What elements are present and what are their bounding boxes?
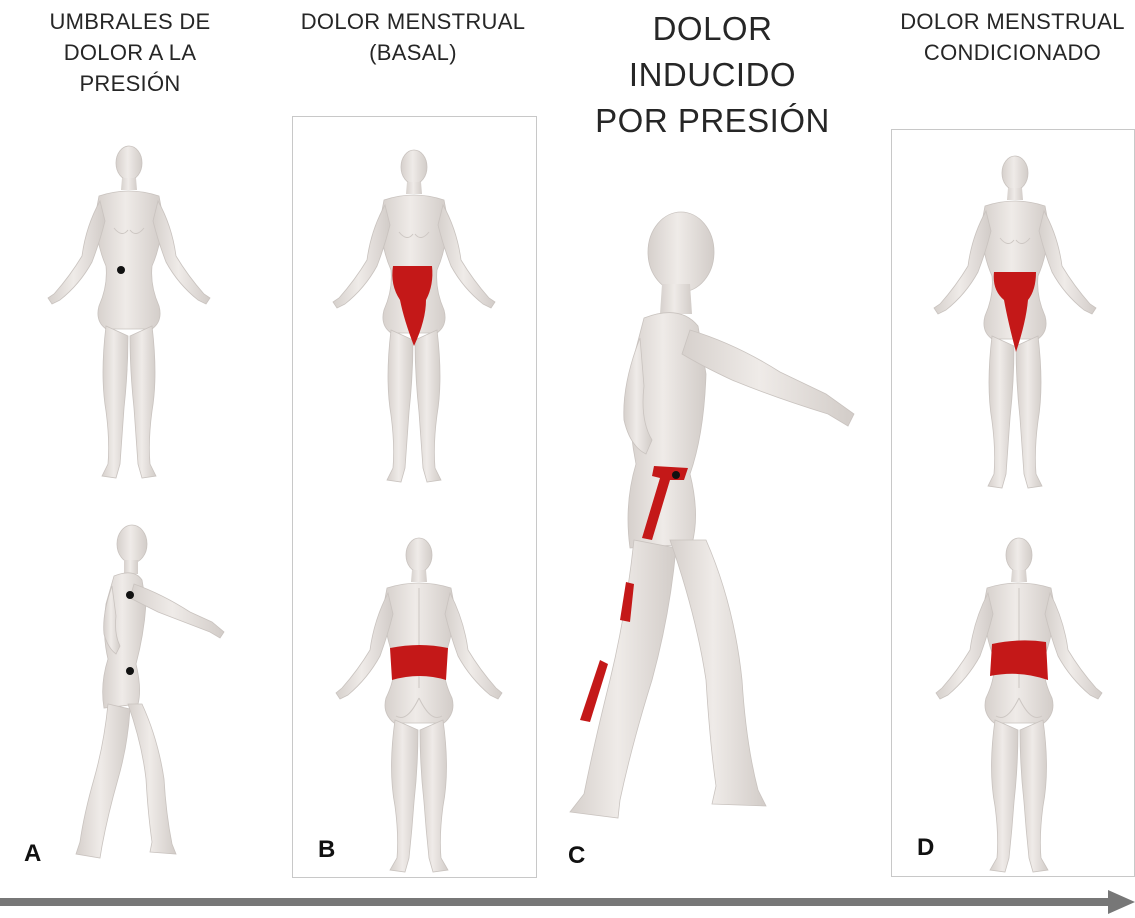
panel-a-side-figure (76, 525, 224, 858)
panel-letter-b: B (318, 836, 335, 864)
lumbar-pressure-point (126, 667, 134, 675)
lower-back-pain-area (390, 645, 448, 680)
timeline-arrow (0, 888, 1135, 918)
panel-letter-d: D (917, 834, 934, 862)
panel-d-back-figure (936, 538, 1102, 872)
panel-letter-a: A (24, 840, 41, 868)
panel-a-front-figure (48, 146, 210, 478)
shoulder-pressure-point (126, 591, 134, 599)
hip-pressure-point (672, 471, 680, 479)
abdomen-pressure-point (117, 266, 125, 274)
panel-c-side-figure (570, 212, 854, 818)
panel-b-back-figure (336, 538, 502, 872)
panel-letter-c: C (568, 842, 585, 870)
